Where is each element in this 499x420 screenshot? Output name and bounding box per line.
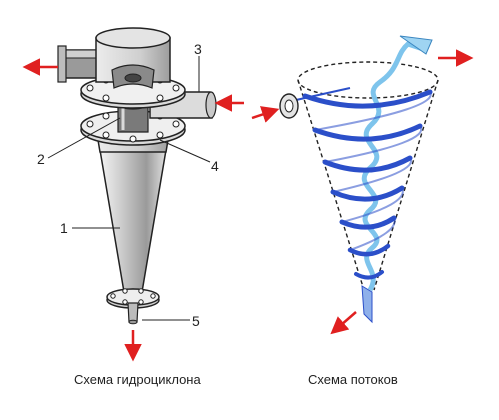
part-label-4: 4	[211, 158, 219, 174]
outer-spiral-flow	[302, 89, 433, 280]
cyclone-cone	[99, 149, 167, 293]
cone-outline	[297, 61, 439, 291]
flow-scheme-caption: Схема потоков	[308, 372, 398, 387]
flow-scheme-figure	[251, 35, 474, 335]
part-label-3: 3	[194, 41, 202, 57]
part-label-2: 2	[37, 151, 45, 167]
leader-lines	[47, 56, 211, 321]
part-label-5: 5	[192, 313, 200, 329]
scheme-underflow-arrow	[330, 311, 357, 335]
hydrocyclone-caption: Схема гидроциклона	[74, 372, 201, 387]
feed-line	[295, 87, 351, 101]
scheme-feed-arrow	[251, 106, 280, 123]
inlet-nozzle	[279, 93, 299, 119]
part-label-1: 1	[60, 220, 68, 236]
hydrocyclone-figure: 1 2 3 4 5	[22, 27, 244, 362]
apex-outlet	[106, 288, 160, 325]
underflow-ribbon	[361, 285, 373, 324]
